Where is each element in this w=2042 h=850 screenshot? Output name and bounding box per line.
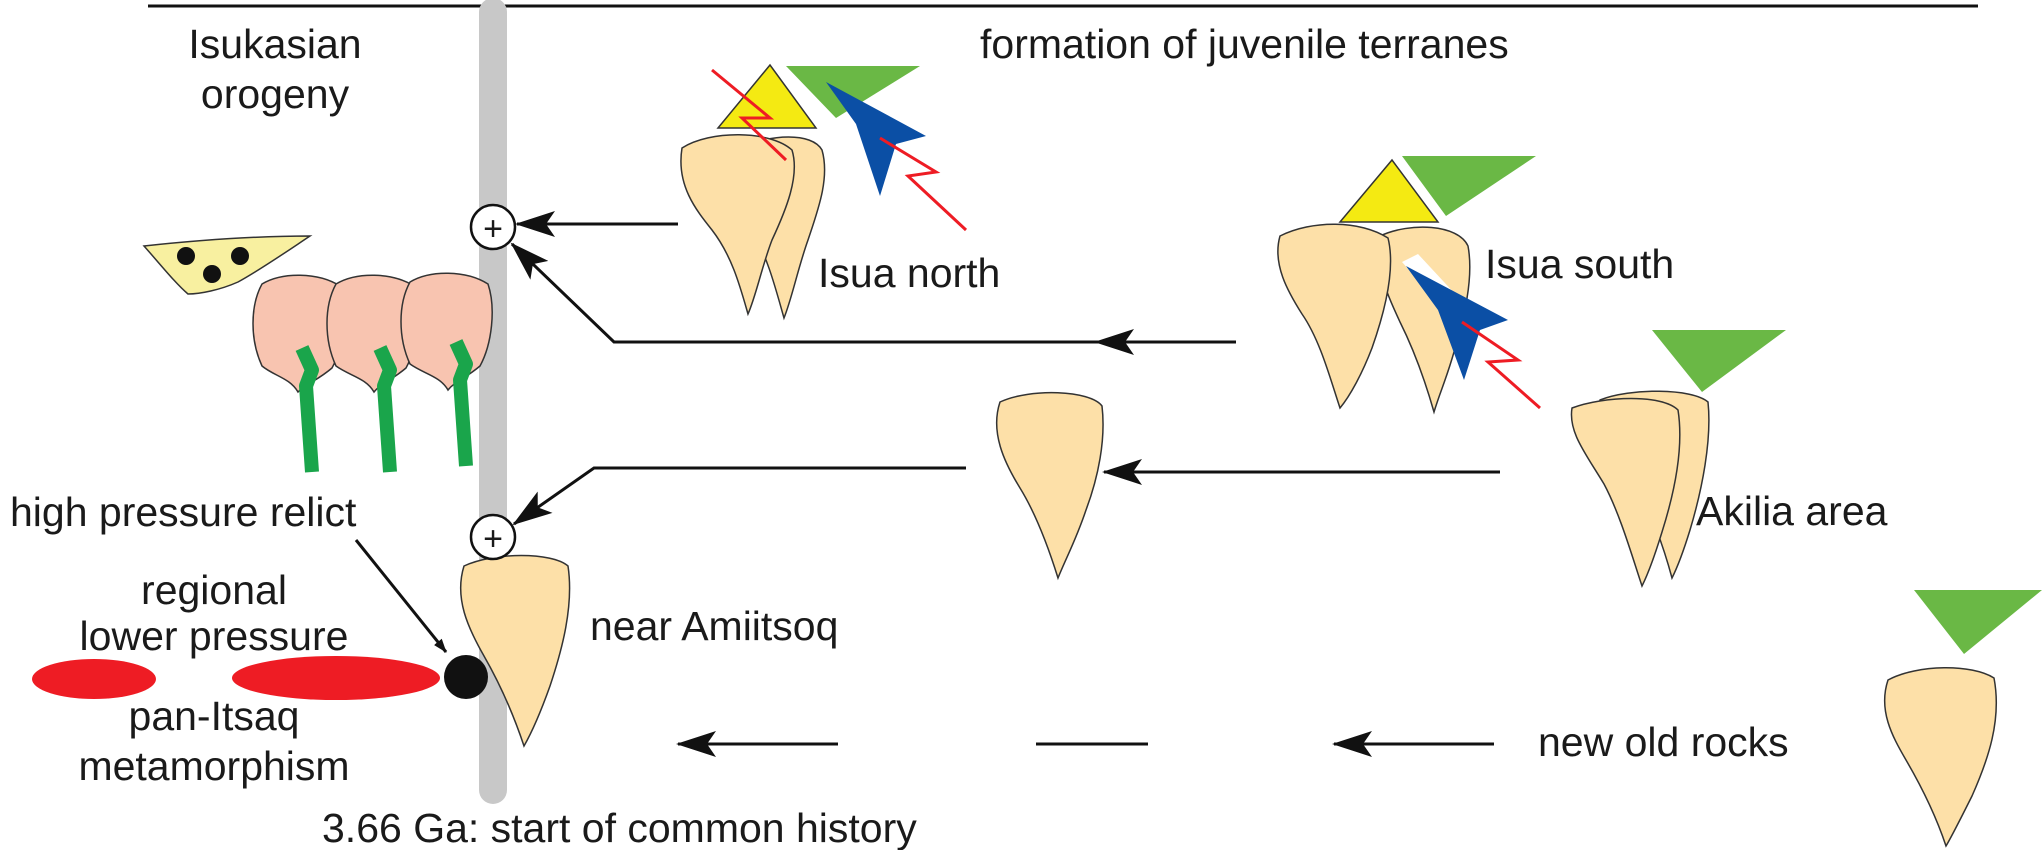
green-keel-2 (380, 348, 390, 472)
akilia-green-triangle (1652, 330, 1786, 392)
new-old-rocks-green-triangle (1914, 590, 2042, 654)
near-amiitsoq-label: near Amiitsoq (590, 603, 838, 649)
near-amiitsoq-crust (461, 556, 570, 747)
regional-label-2: lower pressure (80, 613, 349, 659)
isua-south-label: Isua south (1485, 241, 1674, 287)
sediment-dot-2 (203, 265, 221, 283)
new-old-rocks-crust (1885, 668, 1997, 846)
metamorphism-ellipse-right (232, 656, 440, 700)
join-symbol-lower: + (483, 520, 503, 558)
green-keel-1 (302, 348, 312, 472)
arrow-isua-south-left (512, 244, 1100, 342)
isukasian-label-1: Isukasian (188, 21, 361, 67)
isua-north-label: Isua north (818, 250, 1000, 296)
high-pressure-label: high pressure relict (10, 489, 357, 535)
new-old-rocks-terrane (1885, 590, 2042, 846)
akilia-crust-front (1571, 399, 1679, 587)
sediment-dot-1 (177, 247, 195, 265)
akilia-terrane (1571, 330, 1786, 586)
start-common-history-label: 3.66 Ga: start of common history (322, 805, 917, 850)
pan-itsaq-label-1: pan-Itsaq (129, 693, 300, 739)
green-keel-3 (456, 342, 466, 466)
pan-itsaq-label-2: metamorphism (78, 743, 349, 789)
isukasian-label-2: orogeny (201, 71, 350, 117)
arrow-middle-block (514, 468, 966, 524)
regional-label-1: regional (141, 567, 287, 613)
isukasian-orogeny-composite (144, 236, 492, 472)
join-symbol-upper: + (483, 210, 503, 248)
sediment-dot-3 (231, 247, 249, 265)
new-old-rocks-label: new old rocks (1538, 719, 1789, 765)
pink-block-3 (401, 273, 492, 390)
high-pressure-point (444, 655, 488, 699)
formation-label: formation of juvenile terranes (980, 21, 1509, 67)
isua-south-crust-front (1278, 224, 1391, 408)
high-pressure-arrow (356, 540, 446, 652)
metamorphism-ellipse-left (32, 659, 156, 699)
middle-crust-block (997, 393, 1103, 578)
akilia-label: Akilia area (1696, 488, 1888, 534)
